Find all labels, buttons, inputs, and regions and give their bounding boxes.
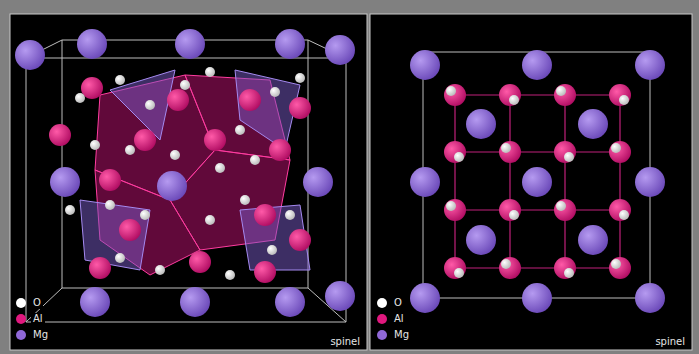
legend-text: O xyxy=(392,297,404,309)
legend-swatch xyxy=(377,330,387,340)
legend-text: Al xyxy=(392,313,406,325)
legend-swatch xyxy=(16,298,26,308)
legend-swatch xyxy=(377,298,387,308)
legend-text: Al xyxy=(31,313,45,325)
legend-swatch xyxy=(377,314,387,324)
structure-label: spinel xyxy=(653,336,687,348)
legend-entry: Mg xyxy=(377,328,411,342)
legend-text: O xyxy=(31,297,43,309)
legend-text: Mg xyxy=(31,329,50,341)
structure-label: spinel xyxy=(328,336,362,348)
legend-entry: Al xyxy=(16,312,45,326)
legend-swatch xyxy=(16,314,26,324)
legend-entry: Mg xyxy=(16,328,50,342)
legend-entry: O xyxy=(16,296,43,310)
legend-entry: Al xyxy=(377,312,406,326)
legend-entry: O xyxy=(377,296,404,310)
legend-text: Mg xyxy=(392,329,411,341)
legend-swatch xyxy=(16,330,26,340)
